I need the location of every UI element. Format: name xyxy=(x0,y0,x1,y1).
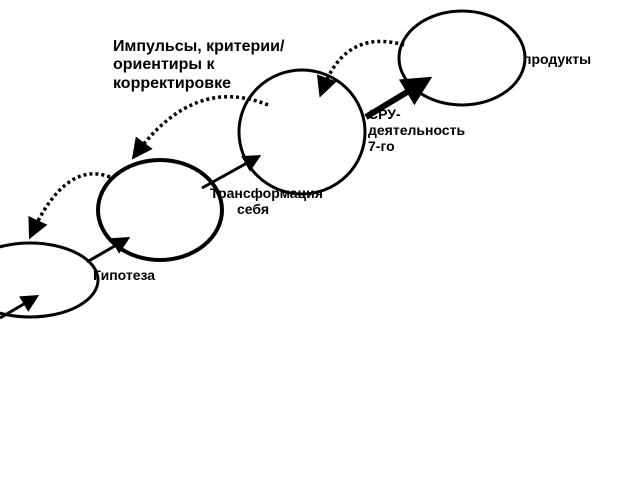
stage-ellipse-transformation xyxy=(237,68,367,196)
feedback-arrow-3 xyxy=(316,39,405,98)
impulses-label: Импульсы, критерии/ориентиры к корректир… xyxy=(113,38,285,92)
progress-arrow-2 xyxy=(86,236,131,264)
transformation-label: Трансформация себя xyxy=(210,185,323,218)
stage-ellipse-hypothesis xyxy=(0,241,100,319)
feedback-arrow-2 xyxy=(131,95,269,160)
stage-ellipse-correction xyxy=(96,158,224,262)
spu-activity-label: СРУ-деятельность 7-го xyxy=(368,106,466,155)
hypothesis-label: Гипотеза xyxy=(93,267,156,283)
stage-ellipse-products xyxy=(397,9,527,107)
progress-arrow-3 xyxy=(201,155,262,190)
progress-arrow-4 xyxy=(364,76,433,120)
feedback-arrow-1 xyxy=(28,172,111,240)
products-label: продукты xyxy=(523,51,592,67)
progress-arrow-1 xyxy=(0,294,40,320)
